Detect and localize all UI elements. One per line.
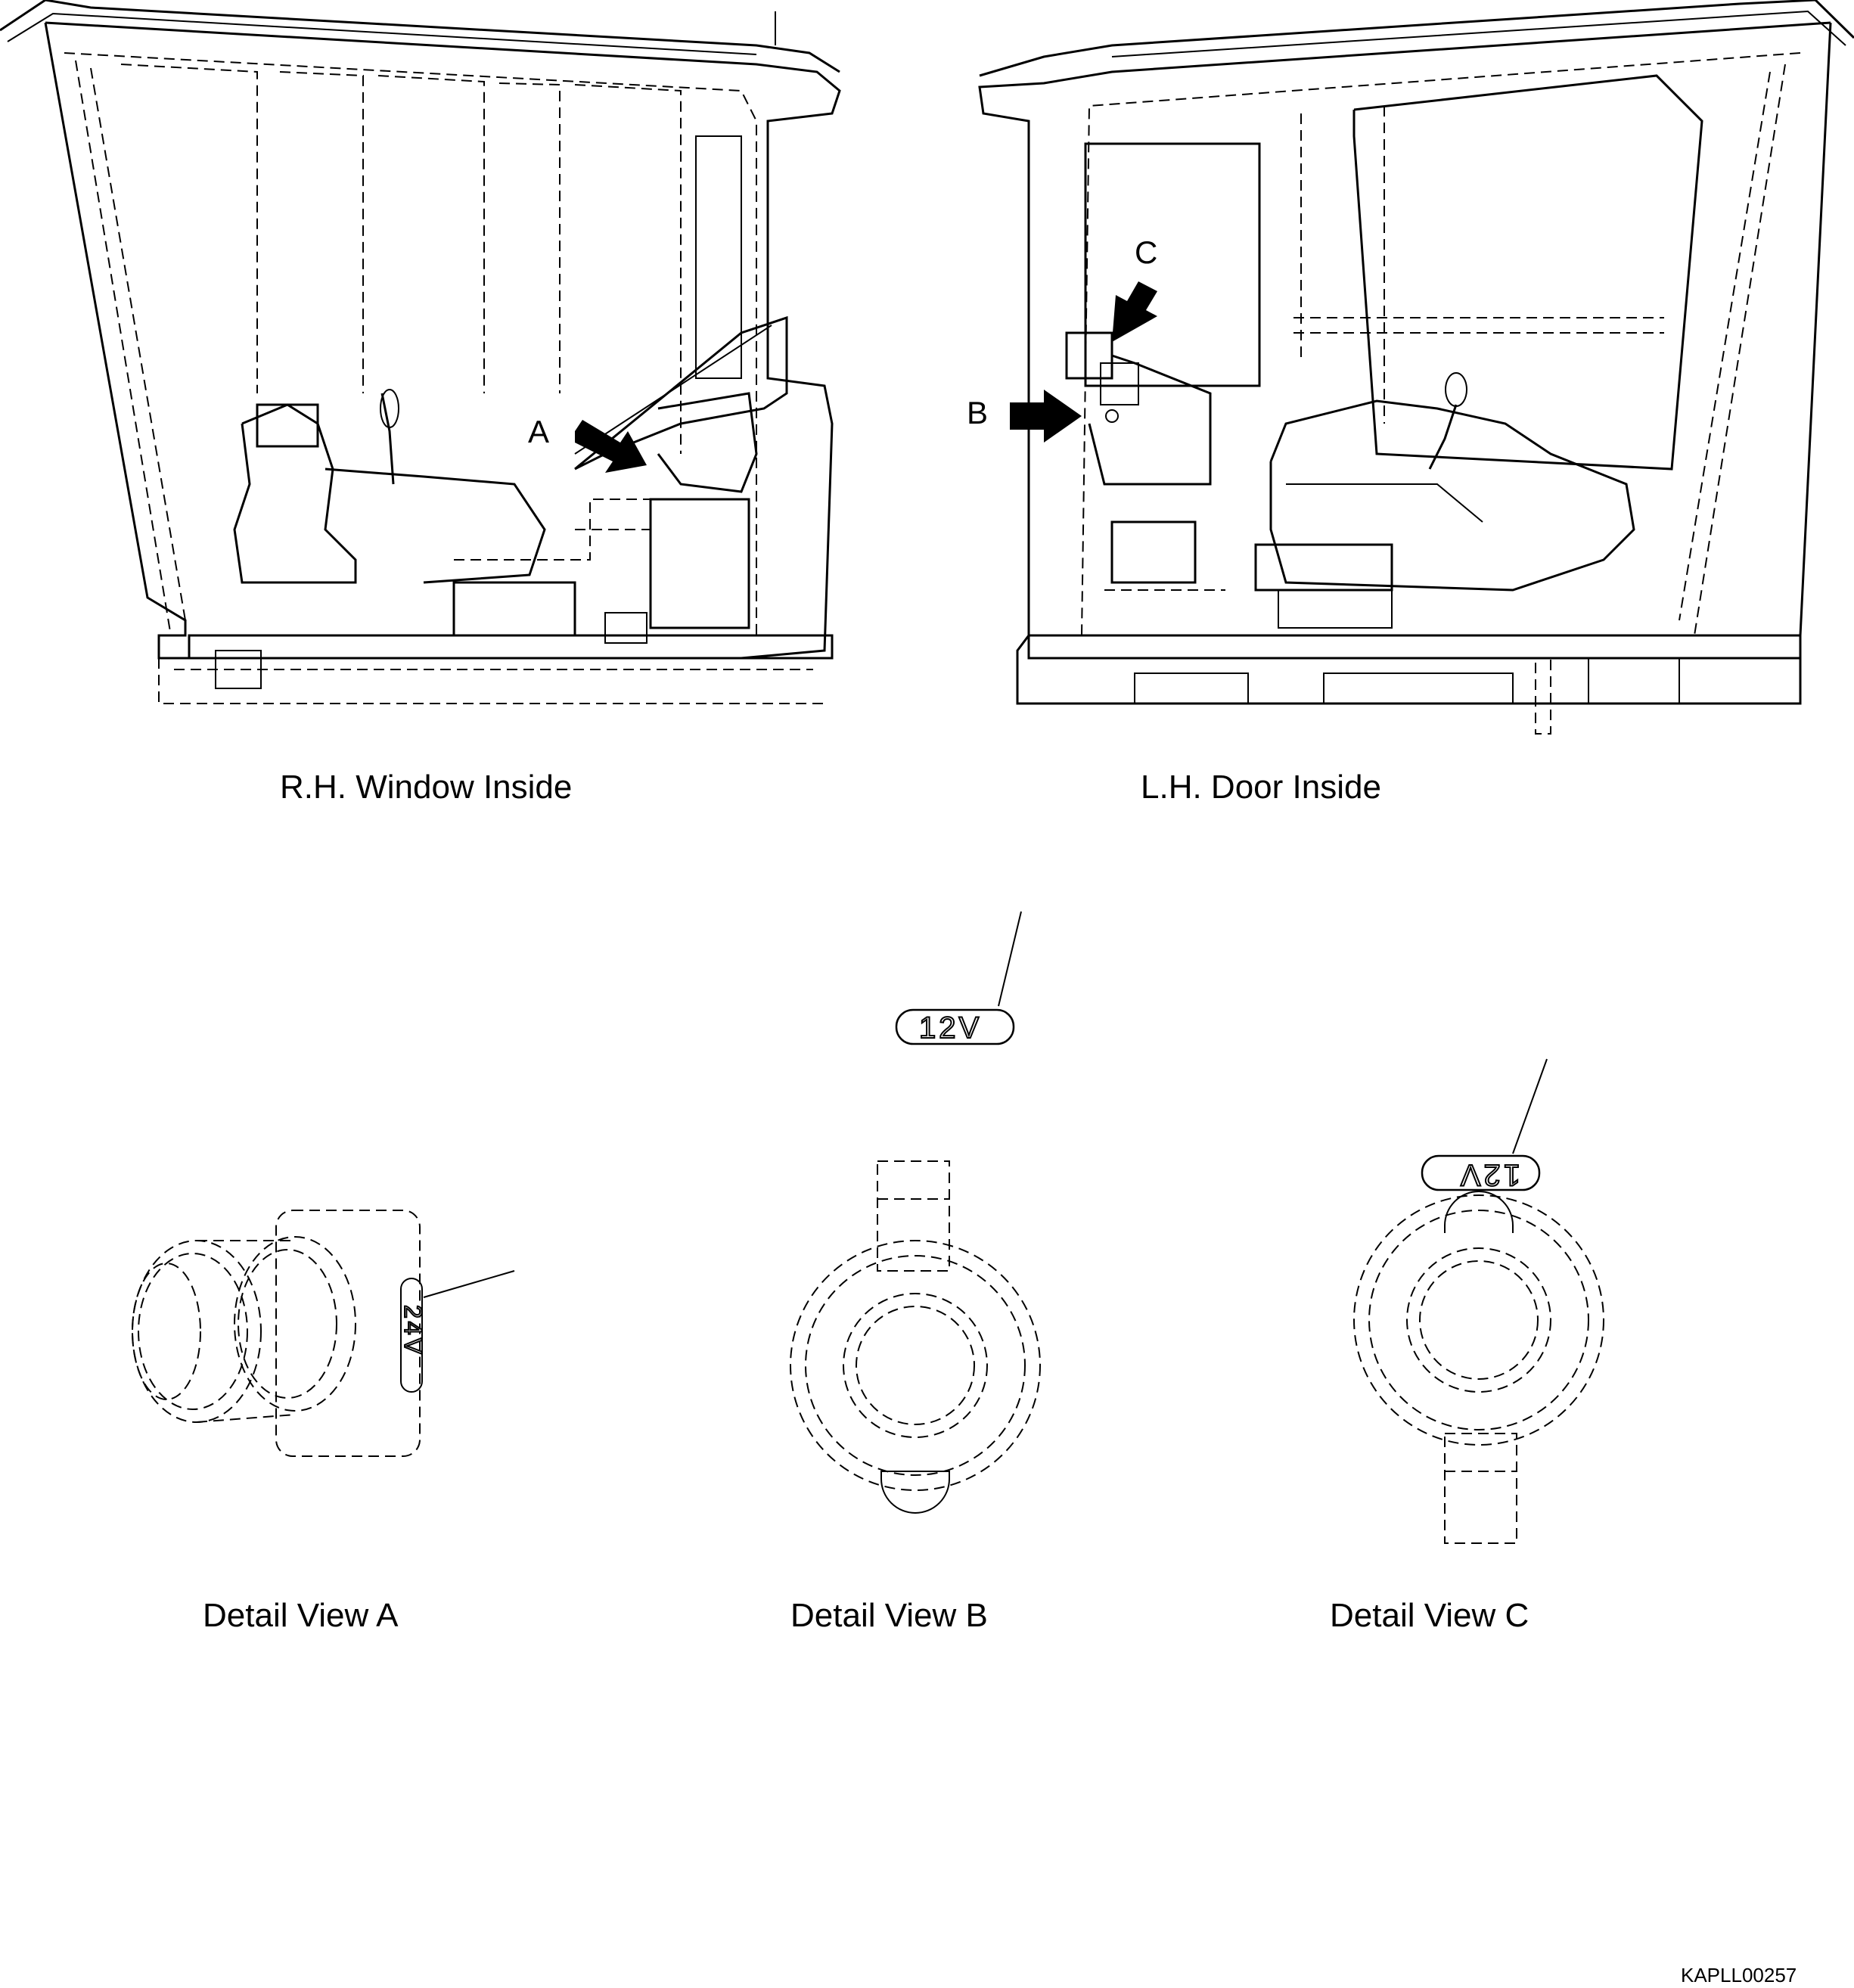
callout-a-label: A [528,414,549,449]
detail-view-b-caption: Detail View B [790,1597,988,1634]
detail-view-a: 24V Detail View A [132,1210,515,1634]
lh-door-inside-view: B C L.H. Door Inside [967,0,1854,806]
callout-a-arrow [575,420,647,473]
socket-label-24v: 24V [399,1305,427,1357]
figure-reference: KAPLL00257 [1681,1964,1797,1986]
socket-label-12v-top-text: 12V [919,1011,982,1045]
rh-window-inside-caption: R.H. Window Inside [280,769,572,806]
callout-b-label: B [967,395,988,430]
socket-label-12v-top: 12V [895,911,1022,1045]
lh-door-inside-caption: L.H. Door Inside [1141,769,1381,806]
rh-window-inside-view: A R.H. Window Inside [0,0,841,806]
socket-label-12v-c-text: 12V [1458,1158,1520,1191]
detail-view-c-caption: Detail View C [1330,1597,1529,1634]
callout-c-arrow [1112,281,1157,342]
detail-view-a-caption: Detail View A [203,1597,399,1634]
detail-view-c: 12V Detail View C [1330,1058,1604,1634]
callout-b-arrow [1010,390,1082,443]
callout-c-label: C [1135,235,1157,270]
detail-view-b: Detail View B [790,1160,1041,1634]
